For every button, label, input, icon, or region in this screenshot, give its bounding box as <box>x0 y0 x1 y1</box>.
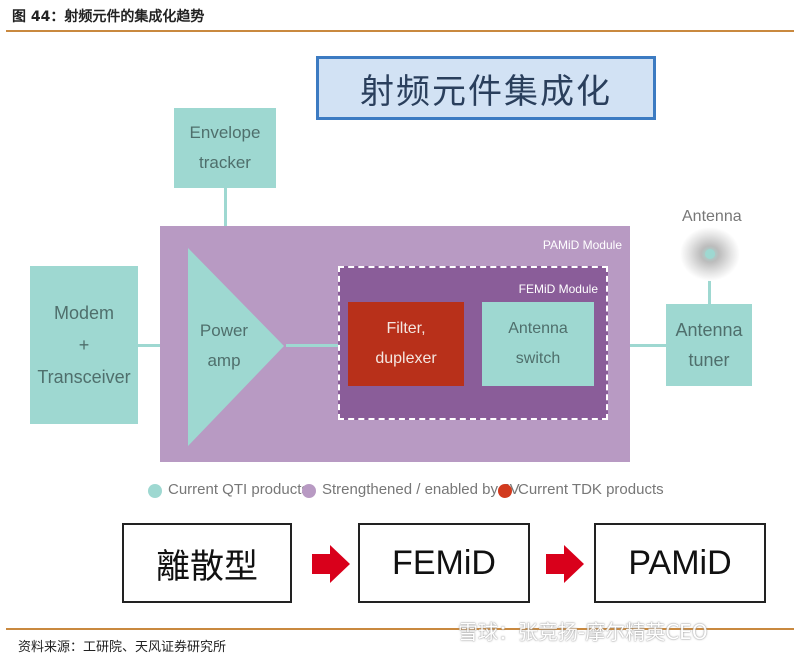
top-divider <box>6 30 794 32</box>
modem-line1: Modem <box>53 303 114 323</box>
filter-duplexer-box: Filter, duplexer <box>348 302 464 386</box>
legend-dot-qti <box>148 484 162 498</box>
tuner-line1: Antenna <box>675 320 743 340</box>
legend-label-tdk: Current TDK products <box>518 481 664 498</box>
antenna-switch-line2: switch <box>515 350 561 367</box>
modem-line2: + <box>78 335 90 355</box>
source-note: 资料来源：工研院、天风证券研究所 <box>18 640 227 655</box>
figure-title: 图 44：射频元件的集成化趋势 <box>12 9 205 25</box>
flow-arrow-right-icon <box>312 545 350 583</box>
legend-dot-jv <box>302 484 316 498</box>
filter-line1: Filter, <box>386 320 426 337</box>
femid-module-label: FEMiD Module <box>518 282 598 296</box>
antenna-switch-line1: Antenna <box>508 320 568 337</box>
legend-dot-tdk <box>498 484 512 498</box>
envelope-line1: Envelope <box>189 123 261 142</box>
tuner-connector <box>630 344 666 347</box>
antenna-icon <box>680 227 740 281</box>
filter-line2: duplexer <box>375 350 437 367</box>
legend-label-jv: Strengthened / enabled by JV <box>322 481 520 498</box>
tuner-line2: tuner <box>688 350 730 370</box>
amp-femid-connector <box>286 344 338 347</box>
modem-transceiver-box: Modem + Transceiver <box>30 266 138 424</box>
pamid-module-label: PAMiD Module <box>542 238 622 252</box>
watermark: 雪球：张竞扬-摩尔精英CEO <box>458 620 708 644</box>
flow-step-pamid: PAMiD <box>594 523 766 603</box>
envelope-line2: tracker <box>199 153 251 172</box>
antenna-switch-box: Antenna switch <box>482 302 594 386</box>
flow-arrow-right-icon <box>546 545 584 583</box>
modem-line3: Transceiver <box>37 367 131 387</box>
flow-step-femid: FEMiD <box>358 523 530 603</box>
antenna-label: Antenna <box>682 208 742 225</box>
power-amp-line1: Power <box>199 321 249 340</box>
envelope-tracker-box: Envelope tracker <box>174 108 276 188</box>
power-amp-triangle <box>188 248 284 446</box>
diagram-main-title: 射频元件集成化 <box>316 56 656 120</box>
bottom-divider <box>6 628 794 630</box>
power-amp-label: Power amp <box>196 316 252 376</box>
flow-step-discrete: 離散型 <box>122 523 292 603</box>
legend-label-qti: Current QTI products <box>168 481 309 498</box>
power-amp-line2: amp <box>207 351 241 370</box>
antenna-tuner-box: Antenna tuner <box>666 304 752 386</box>
